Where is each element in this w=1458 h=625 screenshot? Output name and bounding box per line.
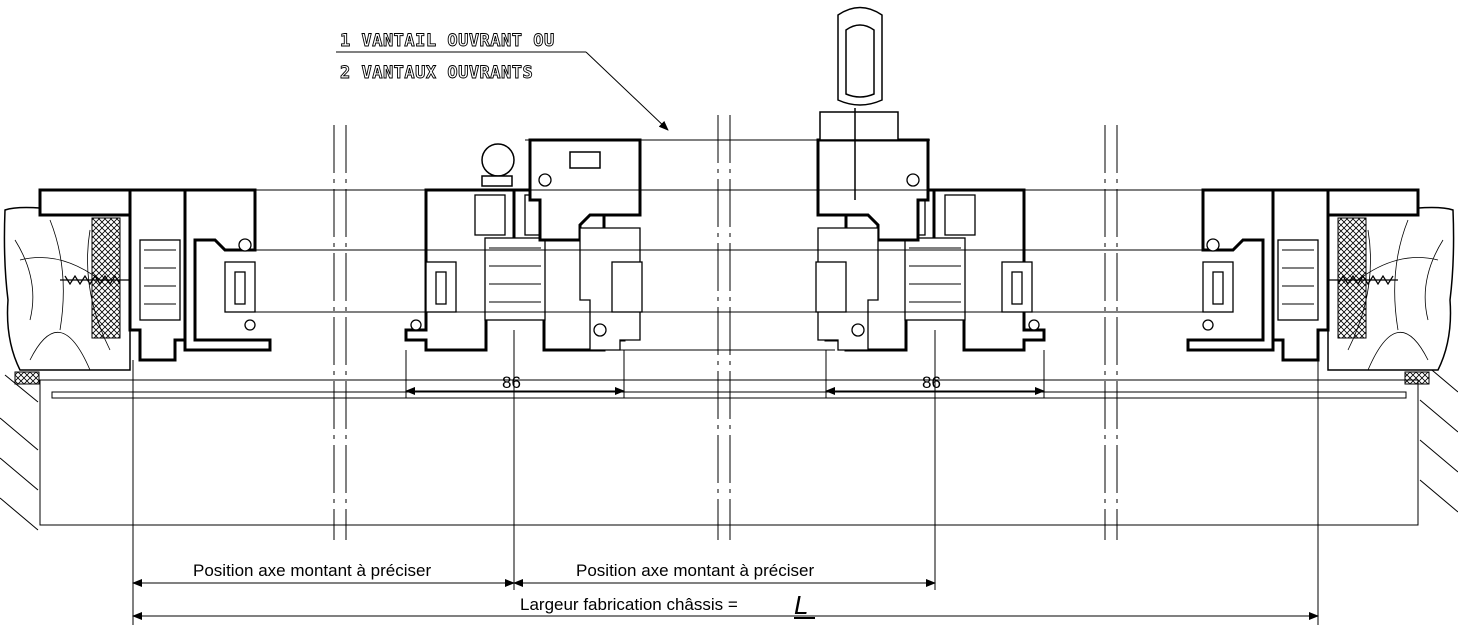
left-wood-jamb — [3, 206, 131, 385]
gasket — [1206, 238, 1220, 252]
handle — [819, 6, 899, 200]
callout-line-2: 2 VANTAUX OUVRANTS — [340, 63, 533, 83]
mullion-chamber — [474, 194, 506, 236]
sash-profile — [1186, 188, 1275, 352]
mullion-chamber — [944, 194, 976, 236]
mullion-axes — [132, 330, 1319, 625]
hinge — [481, 143, 601, 187]
leaf-bead — [815, 261, 847, 313]
dim-position-left-label: Position axe montant à préciser — [193, 561, 431, 580]
glazing-bead-core — [1212, 271, 1224, 305]
break-lines — [333, 115, 1118, 540]
dim-overall-label: Largeur fabrication châssis = — [520, 595, 738, 614]
frame-profiles — [38, 138, 1420, 362]
pane-bead-core — [1011, 271, 1023, 305]
gasket — [593, 323, 607, 337]
thermal-break — [139, 239, 181, 321]
dim-overall-symbol: L — [794, 590, 808, 620]
callout-line-1: 1 VANTAIL OUVRANT OU — [340, 31, 555, 51]
dim-86-right-label: 86 — [922, 373, 941, 392]
gasket — [1202, 319, 1214, 331]
right-wood-jamb — [1327, 206, 1455, 385]
left-wall-hatch — [0, 374, 39, 531]
gasket — [906, 173, 920, 187]
mullion-thermal-break — [904, 237, 966, 321]
gasket — [410, 319, 422, 331]
pane-bead-core — [435, 271, 447, 305]
gasket — [244, 319, 256, 331]
thermal-break — [1277, 239, 1319, 321]
gasket — [851, 323, 865, 337]
gasket — [1028, 319, 1040, 331]
wall-outline — [39, 379, 1419, 526]
sash-profile — [183, 188, 272, 352]
dim-86-left-label: 86 — [502, 373, 521, 392]
gasket — [238, 238, 252, 252]
callout-leader — [336, 51, 669, 131]
dim-position-right-label: Position axe montant à préciser — [576, 561, 814, 580]
glazing-bead-core — [234, 271, 246, 305]
gasket — [538, 173, 552, 187]
mullion-thermal-break — [484, 237, 546, 321]
leaf-bead — [611, 261, 643, 313]
